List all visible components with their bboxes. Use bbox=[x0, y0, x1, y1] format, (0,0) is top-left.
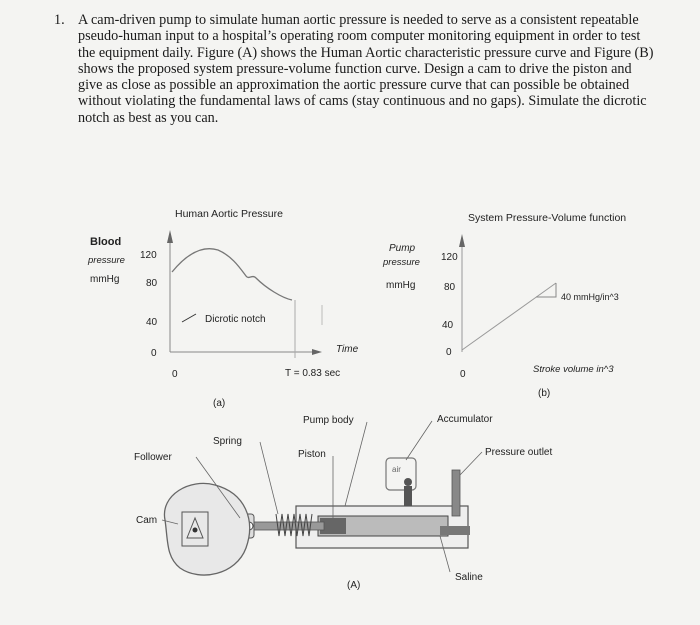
accumulator-pointer bbox=[405, 420, 433, 461]
problem-statement: 1. A cam-driven pump to simulate human a… bbox=[54, 12, 654, 126]
cam-hub bbox=[181, 511, 209, 547]
figure-a-aortic-pressure: Human Aortic Pressure Blood pressure mmH… bbox=[87, 208, 359, 409]
piston-label: Piston bbox=[298, 449, 326, 460]
problem-number: 1. bbox=[54, 12, 65, 28]
figure-b-y-arrow bbox=[459, 234, 465, 247]
problem-text: A cam-driven pump to simulate human aort… bbox=[78, 12, 654, 126]
piston bbox=[320, 518, 346, 534]
saline-pointer bbox=[439, 535, 451, 573]
outlet-pipe bbox=[451, 469, 461, 517]
figure-a-tick-80: 80 bbox=[146, 278, 158, 289]
figure-b-ylabel-1: Pump bbox=[389, 243, 416, 254]
figure-b-pressure-volume: System Pressure-Volume function Pump pre… bbox=[382, 212, 626, 399]
figure-a-notch-label: Dicrotic notch bbox=[205, 314, 266, 325]
cam bbox=[163, 482, 251, 576]
pump-body-label: Pump body bbox=[303, 415, 354, 426]
figure-b-caption: (b) bbox=[538, 388, 550, 399]
spring bbox=[275, 513, 313, 537]
spring-pointer bbox=[259, 441, 279, 515]
figure-b-slope-label: 40 mmHg/in^3 bbox=[561, 292, 619, 302]
figure-pump-caption: (A) bbox=[347, 580, 360, 591]
figure-a-x-arrow bbox=[312, 349, 322, 355]
pressure-outlet-label: Pressure outlet bbox=[485, 447, 552, 458]
figure-b-ylabel-2: pressure bbox=[382, 257, 420, 268]
cam-pivot-icon bbox=[186, 516, 204, 539]
cam-label: Cam bbox=[136, 515, 157, 526]
figure-a-ylabel-1: Blood bbox=[90, 236, 121, 248]
follower-pointer bbox=[195, 456, 241, 519]
pump-body-pointer bbox=[344, 421, 368, 507]
accumulator-label: Accumulator bbox=[437, 414, 493, 425]
figure-b-tick-0: 0 bbox=[446, 347, 452, 358]
figure-a-y-arrow bbox=[167, 230, 173, 243]
saline-label: Saline bbox=[455, 572, 483, 583]
figure-b-title: System Pressure-Volume function bbox=[468, 212, 626, 224]
saline-port bbox=[440, 526, 470, 535]
figure-a-ylabel-2: pressure bbox=[87, 255, 125, 266]
figure-b-xlabel: Stroke volume in^3 bbox=[533, 364, 614, 375]
figure-b-tick-120: 120 bbox=[441, 252, 458, 263]
figure-a-ylabel-3: mmHg bbox=[90, 274, 119, 285]
figure-b-function-line bbox=[461, 282, 557, 351]
figure-a-time-label: Time bbox=[336, 344, 359, 355]
figure-b-tick-80: 80 bbox=[444, 282, 456, 293]
figure-a-caption: (a) bbox=[213, 398, 225, 409]
figure-a-notch-pointer bbox=[181, 313, 197, 323]
outlet-pointer bbox=[459, 451, 483, 476]
figure-a-tick-40: 40 bbox=[146, 317, 158, 328]
accumulator-chamber bbox=[385, 457, 417, 491]
figure-a-tick-120: 120 bbox=[140, 250, 157, 261]
figure-b-slope-triangle bbox=[536, 283, 557, 298]
follower-label: Follower bbox=[134, 452, 172, 463]
figure-b-tick-40: 40 bbox=[442, 320, 454, 331]
spring-label: Spring bbox=[213, 436, 242, 447]
figure-b-origin: 0 bbox=[460, 369, 466, 380]
accumulator-neck bbox=[404, 486, 412, 508]
cam-pointer bbox=[161, 519, 179, 525]
figure-a-title: Human Aortic Pressure bbox=[175, 208, 283, 220]
cam-shaft bbox=[192, 527, 198, 533]
figure-a-period-label: T = 0.83 sec bbox=[285, 368, 340, 379]
figure-a-tick-0: 0 bbox=[151, 348, 157, 359]
figure-pump-mechanism: air Pump body Accumulator bbox=[134, 414, 552, 591]
air-label: air bbox=[392, 465, 401, 474]
figure-a-origin: 0 bbox=[172, 369, 178, 380]
figure-b-ylabel-3: mmHg bbox=[386, 280, 415, 291]
accumulator-bulb bbox=[404, 478, 412, 486]
figure-a-pressure-curve bbox=[171, 248, 293, 301]
